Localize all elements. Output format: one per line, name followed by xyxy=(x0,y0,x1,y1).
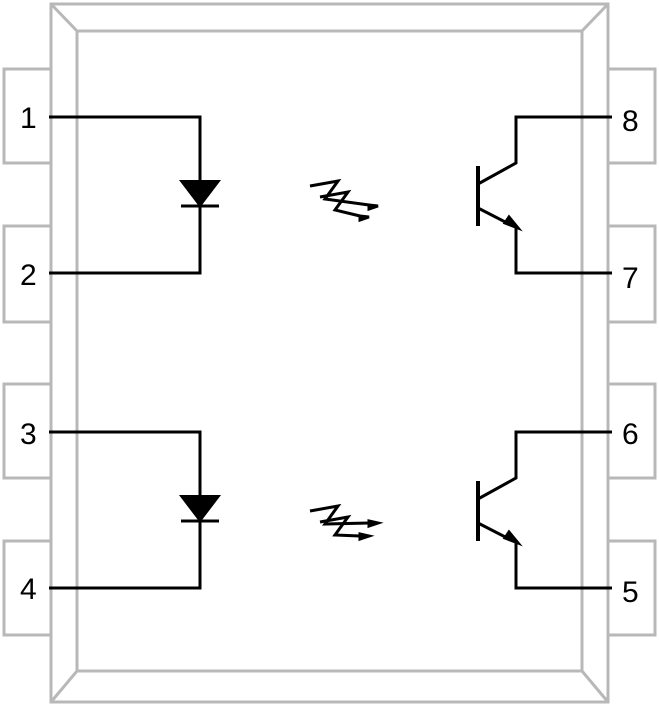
bevel-br xyxy=(580,670,610,703)
light-arrows-channel-1 xyxy=(309,178,379,223)
bevel-bl xyxy=(49,670,79,703)
bevel-tl xyxy=(49,2,79,33)
led-channel-1 xyxy=(49,115,222,275)
pin-tab-3 xyxy=(2,382,56,480)
pin-tab-8 xyxy=(603,67,657,165)
light-arrows-channel-2 xyxy=(309,503,384,542)
pin-tab-2 xyxy=(2,224,56,324)
pin-label-8: 8 xyxy=(622,105,639,138)
package-outer xyxy=(49,2,610,704)
phototransistor-channel-2 xyxy=(476,430,612,590)
pin-label-2: 2 xyxy=(20,259,37,292)
pin-label-3: 3 xyxy=(20,418,37,451)
pin-label-6: 6 xyxy=(622,418,639,451)
pin-label-1: 1 xyxy=(20,102,37,135)
pin-label-4: 4 xyxy=(20,573,37,606)
bevel-tr xyxy=(580,2,610,33)
pin-label-7: 7 xyxy=(622,262,639,295)
pin-label-5: 5 xyxy=(622,576,639,609)
package-inner xyxy=(75,29,584,673)
phototransistor-channel-1 xyxy=(476,115,612,275)
led-channel-2 xyxy=(49,430,222,590)
pin-tab-6 xyxy=(603,382,657,480)
pin-tabs xyxy=(2,67,657,637)
package-body xyxy=(49,2,610,704)
pin-tab-1 xyxy=(2,67,56,165)
